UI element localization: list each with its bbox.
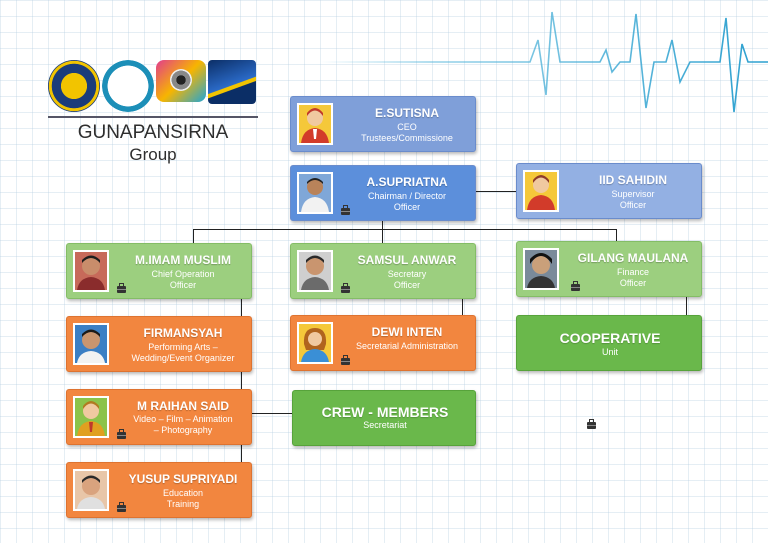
cooperative-name: COOPERATIVE	[559, 330, 661, 346]
connector-level2-bar	[193, 229, 616, 230]
connector-chair-supervisor	[474, 191, 518, 192]
secretary-briefcase-icon	[341, 283, 350, 293]
finance-role1: Finance	[616, 267, 650, 277]
connector-video-crew	[250, 413, 292, 414]
node-crew-members[interactable]: CREW - MEMBERS Secretariat	[292, 390, 476, 446]
node-secretarial-admin[interactable]: DEWI INTEN Secretarial Administration	[290, 315, 476, 371]
coo-role1: Chief Operation	[151, 269, 215, 279]
supervisor-name: IID SAHIDIN	[598, 173, 667, 187]
finance-role2: Officer	[619, 278, 647, 288]
secretary-name: SAMSUL ANWAR	[357, 253, 457, 267]
company-name: GUNAPANSIRNA Group	[48, 122, 258, 166]
chairman-role1: Chairman / Director	[367, 191, 447, 201]
video-film-name: M RAIHAN SAID	[137, 399, 229, 413]
ceo-role2: Trustees/Commissione	[361, 133, 453, 143]
supervisor-avatar-icon	[523, 170, 559, 212]
node-secretary[interactable]: SAMSUL ANWAR Secretary Officer	[290, 243, 476, 299]
node-performing-arts[interactable]: FIRMANSYAH Performing Arts – Wedding/Eve…	[66, 316, 252, 372]
logo-divider	[48, 116, 258, 118]
connector-to-finance	[616, 229, 617, 243]
coo-name: M.IMAM MUSLIM	[135, 253, 231, 267]
supervisor-role2: Officer	[619, 200, 647, 210]
node-supervisor[interactable]: IID SAHIDIN Supervisor Officer	[516, 163, 702, 219]
ceo-name: E.SUTISNA	[374, 106, 439, 120]
video-film-avatar-icon	[73, 396, 109, 438]
education-briefcase-icon	[117, 502, 126, 512]
secretary-role1: Secretary	[387, 269, 427, 279]
secretarial-admin-briefcase-icon	[341, 355, 350, 365]
video-film-briefcase-icon	[117, 429, 126, 439]
ceo-avatar-icon	[297, 103, 333, 145]
connector-chair-down	[382, 219, 383, 229]
finance-briefcase-icon	[571, 281, 580, 291]
finance-name: GILANG MAULANA	[577, 251, 689, 265]
secretarial-admin-avatar-icon	[297, 322, 333, 364]
video-film-role1: Video – Film – Animation	[133, 414, 233, 424]
secretarial-admin-name: DEWI INTEN	[371, 325, 443, 339]
floating-briefcase-icon	[587, 419, 596, 429]
performing-arts-role2: Wedding/Event Organizer	[131, 353, 235, 363]
node-cooperative[interactable]: COOPERATIVE Unit	[516, 315, 702, 371]
video-film-role2: – Photography	[153, 425, 213, 435]
crew-members-name: CREW - MEMBERS	[321, 404, 449, 420]
connector-to-coo	[193, 229, 194, 243]
chairman-name: A.SUPRIATNA	[366, 175, 448, 189]
performing-arts-role1: Performing Arts –	[148, 342, 218, 352]
education-name: YUSUP SUPRIYADI	[128, 472, 238, 486]
secretary-photo	[297, 250, 333, 292]
foundation-seal-logo	[48, 60, 100, 112]
finance-photo	[523, 248, 559, 290]
performing-arts-photo	[73, 323, 109, 365]
heartbeat-line-graphic	[320, 11, 768, 113]
camera-lens-icon	[170, 69, 192, 91]
crew-members-role1: Secretariat	[363, 420, 407, 430]
connector-secretary-admin	[462, 297, 463, 315]
coo-photo	[73, 250, 109, 292]
company-name-line2: Group	[129, 145, 177, 164]
chairman-photo	[297, 172, 333, 214]
logo-group	[48, 60, 258, 118]
ceo-role1: CEO	[397, 122, 417, 132]
gunapansirna-film-logo	[156, 60, 206, 102]
performing-arts-name: FIRMANSYAH	[143, 326, 223, 340]
chairman-role2: Officer	[393, 202, 421, 212]
node-chairman[interactable]: A.SUPRIATNA Chairman / Director Officer	[290, 165, 476, 221]
node-ceo[interactable]: E.SUTISNA CEO Trustees/Commissione	[290, 96, 476, 152]
supervisor-role1: Supervisor	[611, 189, 655, 199]
node-finance[interactable]: GILANG MAULANA Finance Officer	[516, 241, 702, 297]
chairman-briefcase-icon	[341, 205, 350, 215]
secretary-role2: Officer	[393, 280, 421, 290]
connector-finance-coop	[686, 297, 687, 315]
node-coo[interactable]: M.IMAM MUSLIM Chief Operation Officer	[66, 243, 252, 299]
node-video-film[interactable]: M RAIHAN SAID Video – Film – Animation –…	[66, 389, 252, 445]
gunapansirna-blue-logo	[208, 60, 256, 104]
coo-briefcase-icon	[117, 283, 126, 293]
education-photo	[73, 469, 109, 511]
secretarial-admin-role1: Secretarial Administration	[355, 341, 459, 351]
education-role1: Education	[162, 488, 204, 498]
connector-coo-chain	[241, 297, 242, 462]
node-education[interactable]: YUSUP SUPRIYADI Education Training	[66, 462, 252, 518]
cooperative-role1: Unit	[601, 347, 618, 357]
education-role2: Training	[166, 499, 200, 509]
company-name-line1: GUNAPANSIRNA	[77, 122, 229, 143]
coo-role2: Officer	[169, 280, 197, 290]
connector-to-secretary	[382, 229, 383, 243]
cv-giffs-group-logo	[102, 60, 154, 112]
